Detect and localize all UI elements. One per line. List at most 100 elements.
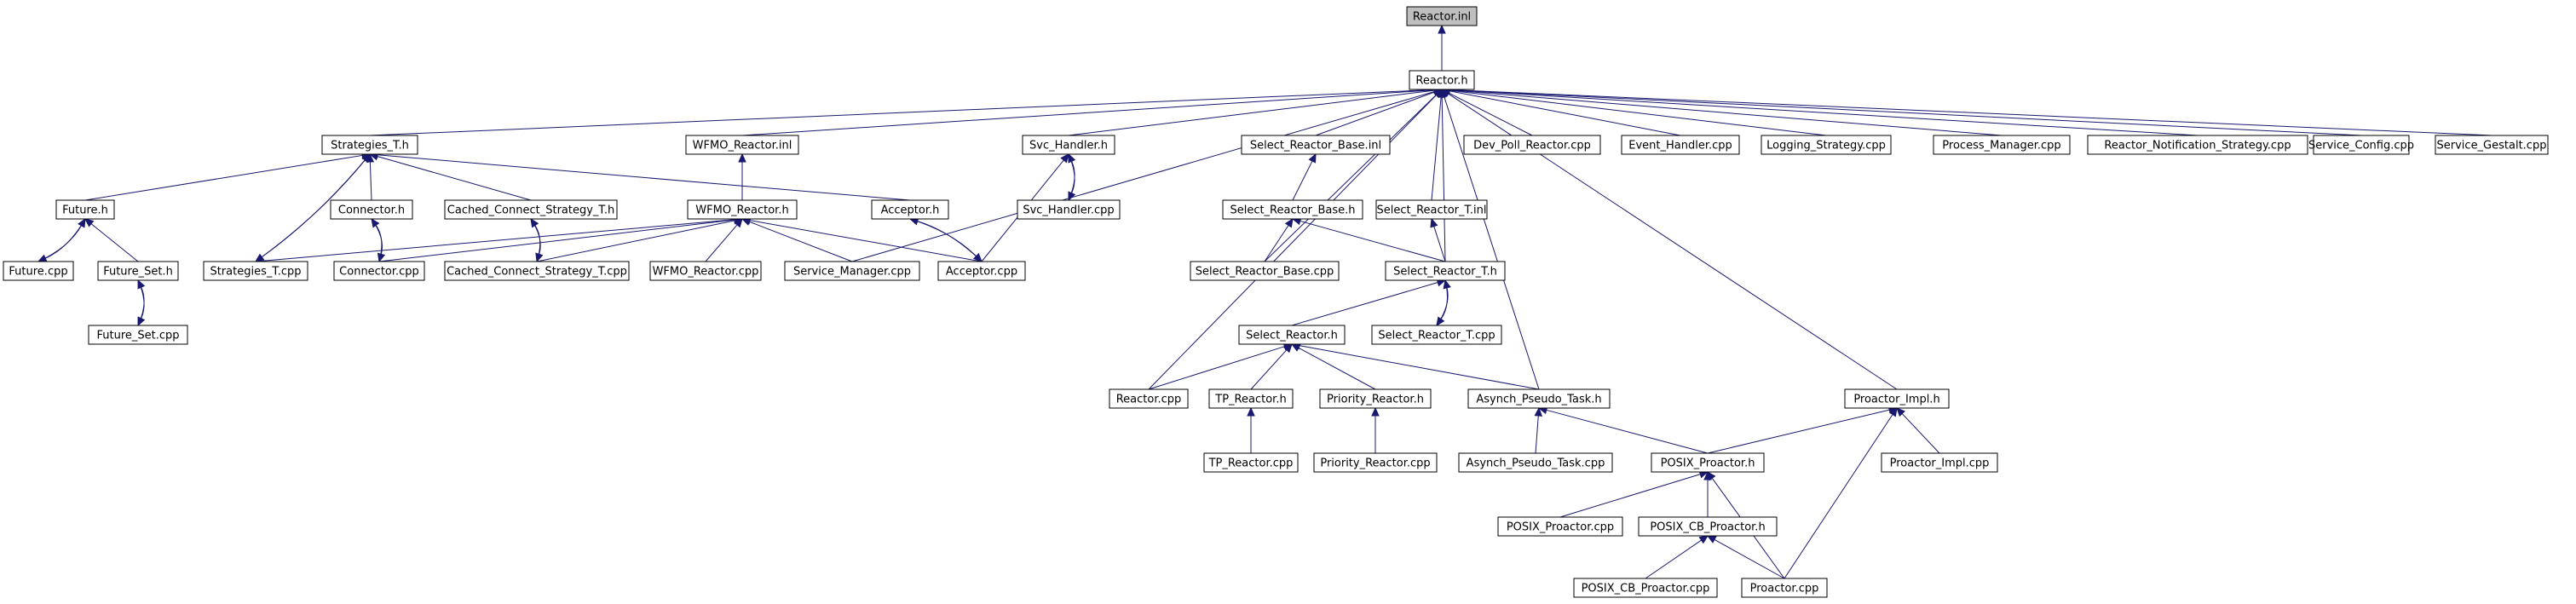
- node-box[interactable]: [1467, 388, 1611, 409]
- node-box[interactable]: [1203, 452, 1299, 473]
- node-box[interactable]: [333, 261, 425, 281]
- node-reactor-h[interactable]: Reactor.h: [1409, 70, 1475, 90]
- node-select-reactor-t-cpp[interactable]: Select_Reactor_T.cpp: [1371, 325, 1502, 345]
- node-box[interactable]: [1458, 452, 1613, 473]
- node-select-reactor-base-inl[interactable]: Select_Reactor_Base.inl: [1241, 135, 1391, 155]
- node-box[interactable]: [687, 199, 798, 220]
- node-box[interactable]: [1409, 70, 1475, 90]
- node-wfmo-reactor-h[interactable]: WFMO_Reactor.h: [687, 199, 798, 220]
- node-box[interactable]: [1313, 452, 1438, 473]
- node-box[interactable]: [1241, 135, 1391, 155]
- node-box[interactable]: [1406, 6, 1478, 26]
- node-box[interactable]: [1022, 135, 1115, 155]
- node-box[interactable]: [1238, 325, 1346, 345]
- node-box[interactable]: [88, 325, 188, 345]
- node-asynch-pseudo-task-cpp[interactable]: Asynch_Pseudo_Task.cpp: [1458, 452, 1613, 473]
- node-box[interactable]: [685, 135, 799, 155]
- node-box[interactable]: [1761, 135, 1892, 155]
- node-box[interactable]: [55, 199, 115, 220]
- node-reactor-notification-strategy-cpp[interactable]: Reactor_Notification_Strategy.cpp: [2087, 135, 2308, 155]
- node-process-manager-cpp[interactable]: Process_Manager.cpp: [1933, 135, 2071, 155]
- node-label: Cached_Connect_Strategy_T.cpp: [447, 266, 627, 279]
- node-select-reactor-h[interactable]: Select_Reactor.h: [1238, 325, 1346, 345]
- node-box[interactable]: [1222, 199, 1363, 220]
- node-box[interactable]: [1497, 516, 1623, 537]
- node-cached-connect-strategy-t-h[interactable]: Cached_Connect_Strategy_T.h: [444, 199, 618, 220]
- node-proactor-impl-cpp[interactable]: Proactor_Impl.cpp: [1881, 452, 1998, 473]
- node-label: Cached_Connect_Strategy_T.h: [447, 204, 614, 217]
- node-label: Select_Reactor_Base.cpp: [1196, 266, 1334, 279]
- node-box[interactable]: [1881, 452, 1998, 473]
- node-dev-poll-reactor-cpp[interactable]: Dev_Poll_Reactor.cpp: [1463, 135, 1601, 155]
- node-box[interactable]: [1385, 261, 1506, 281]
- edge-reactor_notification_strategy_cpp-to-reactor_h: [1449, 89, 2199, 136]
- node-box[interactable]: [444, 199, 618, 220]
- node-posix-cb-proactor-h[interactable]: POSIX_CB_Proactor.h: [1638, 516, 1778, 537]
- node-box[interactable]: [1375, 199, 1488, 220]
- node-box[interactable]: [1371, 325, 1502, 345]
- node-box[interactable]: [1319, 388, 1432, 409]
- node-box[interactable]: [649, 261, 762, 281]
- node-service-config-cpp[interactable]: Service_Config.cpp: [2308, 135, 2414, 155]
- node-proactor-impl-h[interactable]: Proactor_Impl.h: [1844, 388, 1950, 409]
- node-priority-reactor-h[interactable]: Priority_Reactor.h: [1319, 388, 1432, 409]
- node-box[interactable]: [1741, 578, 1828, 598]
- node-box[interactable]: [784, 261, 920, 281]
- node-future-set-cpp[interactable]: Future_Set.cpp: [88, 325, 188, 345]
- node-service-gestalt-cpp[interactable]: Service_Gestalt.cpp: [2435, 135, 2549, 155]
- node-box[interactable]: [2435, 135, 2549, 155]
- node-box[interactable]: [1109, 388, 1189, 409]
- node-box[interactable]: [97, 261, 179, 281]
- node-posix-cb-proactor-cpp[interactable]: POSIX_CB_Proactor.cpp: [1573, 578, 1718, 598]
- node-box[interactable]: [3, 261, 74, 281]
- node-select-reactor-t-h[interactable]: Select_Reactor_T.h: [1385, 261, 1506, 281]
- node-box[interactable]: [1208, 388, 1294, 409]
- node-box[interactable]: [1621, 135, 1740, 155]
- node-box[interactable]: [2313, 135, 2410, 155]
- node-box[interactable]: [871, 199, 949, 220]
- node-reactor-inl[interactable]: Reactor.inl: [1406, 6, 1478, 26]
- node-box[interactable]: [2087, 135, 2308, 155]
- node-select-reactor-base-h[interactable]: Select_Reactor_Base.h: [1222, 199, 1363, 220]
- node-wfmo-reactor-inl[interactable]: WFMO_Reactor.inl: [685, 135, 799, 155]
- node-acceptor-h[interactable]: Acceptor.h: [871, 199, 949, 220]
- node-svc-handler-cpp[interactable]: Svc_Handler.cpp: [1017, 199, 1121, 220]
- node-logging-strategy-cpp[interactable]: Logging_Strategy.cpp: [1761, 135, 1892, 155]
- node-box[interactable]: [1844, 388, 1950, 409]
- node-future-h[interactable]: Future.h: [55, 199, 115, 220]
- node-box[interactable]: [937, 261, 1026, 281]
- node-box[interactable]: [321, 135, 418, 155]
- node-box[interactable]: [444, 261, 630, 281]
- node-future-cpp[interactable]: Future.cpp: [3, 261, 74, 281]
- node-box[interactable]: [1017, 199, 1121, 220]
- node-connector-h[interactable]: Connector.h: [330, 199, 413, 220]
- node-priority-reactor-cpp[interactable]: Priority_Reactor.cpp: [1313, 452, 1438, 473]
- node-box[interactable]: [1573, 578, 1718, 598]
- node-posix-proactor-cpp[interactable]: POSIX_Proactor.cpp: [1497, 516, 1623, 537]
- node-acceptor-cpp[interactable]: Acceptor.cpp: [937, 261, 1026, 281]
- node-box[interactable]: [1933, 135, 2071, 155]
- node-box[interactable]: [330, 199, 413, 220]
- node-select-reactor-base-cpp[interactable]: Select_Reactor_Base.cpp: [1190, 261, 1340, 281]
- node-posix-proactor-h[interactable]: POSIX_Proactor.h: [1651, 452, 1765, 473]
- node-box[interactable]: [1463, 135, 1601, 155]
- node-future-set-h[interactable]: Future_Set.h: [97, 261, 179, 281]
- node-reactor-cpp[interactable]: Reactor.cpp: [1109, 388, 1189, 409]
- node-wfmo-reactor-cpp[interactable]: WFMO_Reactor.cpp: [649, 261, 762, 281]
- node-box[interactable]: [1190, 261, 1340, 281]
- node-tp-reactor-cpp[interactable]: TP_Reactor.cpp: [1203, 452, 1299, 473]
- node-box[interactable]: [1651, 452, 1765, 473]
- node-select-reactor-t-inl[interactable]: Select_Reactor_T.inl: [1375, 199, 1488, 220]
- node-asynch-pseudo-task-h[interactable]: Asynch_Pseudo_Task.h: [1467, 388, 1611, 409]
- node-cached-connect-strategy-t-cpp[interactable]: Cached_Connect_Strategy_T.cpp: [444, 261, 630, 281]
- node-strategies-t-cpp[interactable]: Strategies_T.cpp: [203, 261, 308, 281]
- node-svc-handler-h[interactable]: Svc_Handler.h: [1022, 135, 1115, 155]
- node-tp-reactor-h[interactable]: TP_Reactor.h: [1208, 388, 1294, 409]
- node-connector-cpp[interactable]: Connector.cpp: [333, 261, 425, 281]
- node-box[interactable]: [203, 261, 308, 281]
- node-proactor-cpp[interactable]: Proactor.cpp: [1741, 578, 1828, 598]
- node-event-handler-cpp[interactable]: Event_Handler.cpp: [1621, 135, 1740, 155]
- node-box[interactable]: [1638, 516, 1778, 537]
- node-strategies-t-h[interactable]: Strategies_T.h: [321, 135, 418, 155]
- node-service-manager-cpp[interactable]: Service_Manager.cpp: [784, 261, 920, 281]
